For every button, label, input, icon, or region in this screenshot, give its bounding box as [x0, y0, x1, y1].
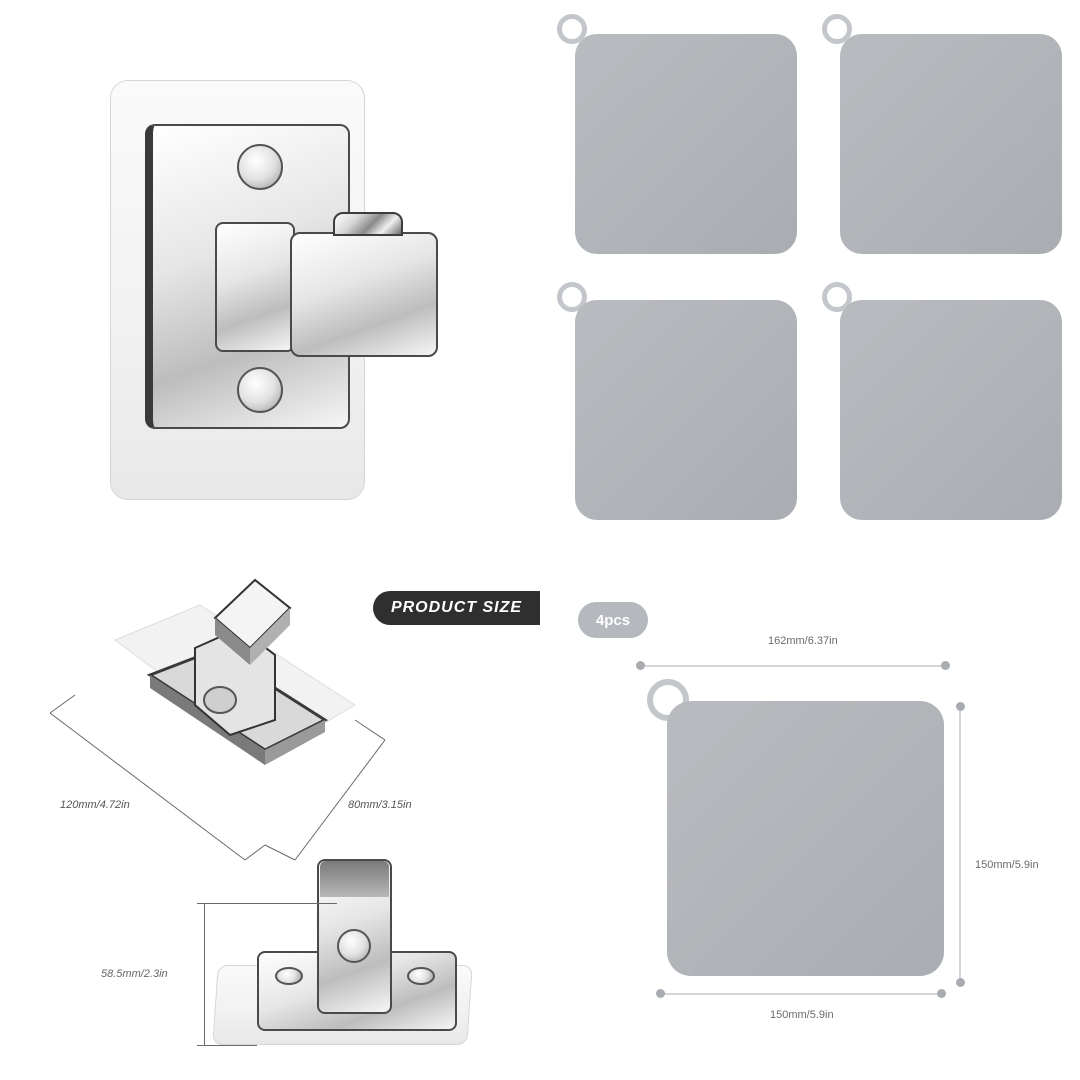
- side-screw-right-icon: [407, 967, 435, 985]
- height-top-guide: [197, 903, 337, 904]
- hook-length-label: 120mm/4.72in: [60, 799, 130, 811]
- hanging-ring-icon: [557, 14, 587, 44]
- dimension-dot-icon: [956, 702, 965, 711]
- hook-knuckle: [333, 212, 403, 236]
- hook-neck: [215, 222, 295, 352]
- pad-body: [575, 34, 797, 254]
- dimension-dot-icon: [656, 989, 665, 998]
- height-dimension-line: [204, 903, 205, 1045]
- pad-body: [575, 300, 797, 520]
- product-size-badge: PRODUCT SIZE: [373, 591, 540, 625]
- pad-body: [840, 34, 1062, 254]
- pad-height-line: [959, 706, 961, 984]
- hanging-ring-icon: [557, 282, 587, 312]
- screw-bottom-icon: [237, 367, 283, 413]
- dimension-dot-icon: [636, 661, 645, 670]
- pad-height-label: 150mm/5.9in: [975, 859, 1039, 871]
- pad-body: [840, 300, 1062, 520]
- hanging-ring-icon: [822, 282, 852, 312]
- side-upright-top: [320, 861, 389, 897]
- side-screw-center-icon: [337, 929, 371, 963]
- pad-overall-width-line: [640, 665, 945, 667]
- isometric-hook-drawing: [49, 578, 386, 861]
- hook-front-view: [105, 72, 445, 512]
- pad-body-width-line: [660, 993, 942, 995]
- silicone-pad-detail: [645, 677, 945, 977]
- pad-grid: [555, 12, 1075, 532]
- silicone-pad-1: [555, 12, 800, 257]
- height-bottom-guide: [197, 1045, 257, 1046]
- dimension-dot-icon: [956, 978, 965, 987]
- quantity-badge: 4pcs: [578, 602, 648, 638]
- silicone-pad-3: [555, 280, 800, 525]
- side-screw-left-icon: [275, 967, 303, 985]
- pad-overall-width-label: 162mm/6.37in: [768, 635, 838, 647]
- pad-body-width-label: 150mm/5.9in: [770, 1009, 834, 1021]
- silicone-pad-2: [820, 12, 1065, 257]
- hook-height-label: 58.5mm/2.3in: [101, 968, 168, 980]
- hook-side-view: [195, 855, 475, 1055]
- hook-isometric-view: [40, 570, 400, 870]
- hook-width-label: 80mm/3.15in: [348, 799, 412, 811]
- silicone-pad-4: [820, 280, 1065, 525]
- hook-head: [290, 232, 438, 357]
- hanging-ring-icon: [822, 14, 852, 44]
- pad-body: [667, 701, 944, 976]
- screw-top-icon: [237, 144, 283, 190]
- dimension-dot-icon: [937, 989, 946, 998]
- dimension-dot-icon: [941, 661, 950, 670]
